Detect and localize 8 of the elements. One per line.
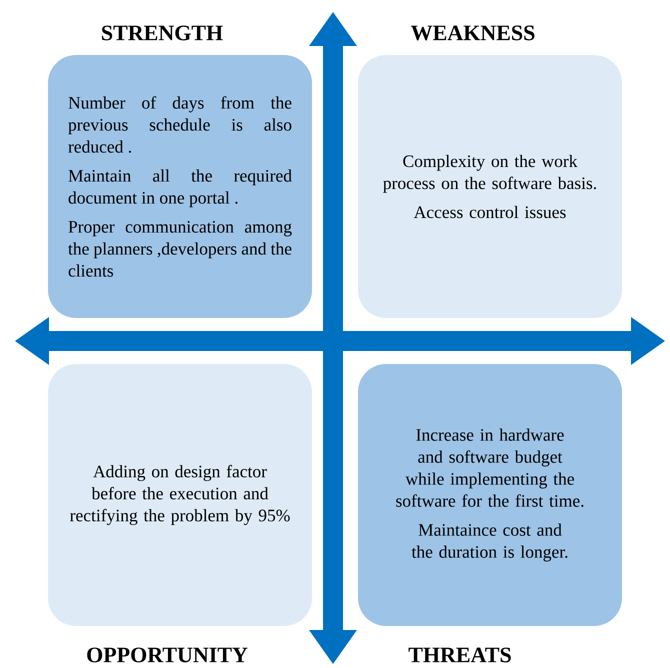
quadrant-heading: OPPORTUNITY (87, 648, 248, 662)
quadrant-heading: WEAKNESS (410, 26, 534, 40)
swot-box: Complexity on the work process on the software basis. Access control issues (358, 54, 622, 318)
swot-box: Number of days from the previous schedule is also reduced . Maintain all the required document in one portal . Proper communication among the planners ,developers and the clients (48, 54, 312, 318)
swot-box: Adding on design factor before the execution and rectifying the problem by 95% (48, 364, 312, 626)
quadrant-heading: THREATS (408, 648, 511, 662)
swot-box: Increase in hardware and software budget while implementing the software for the first time. Maintaince cost and the duration is longer. (358, 364, 622, 626)
quadrant-heading: STRENGTH (102, 26, 223, 40)
